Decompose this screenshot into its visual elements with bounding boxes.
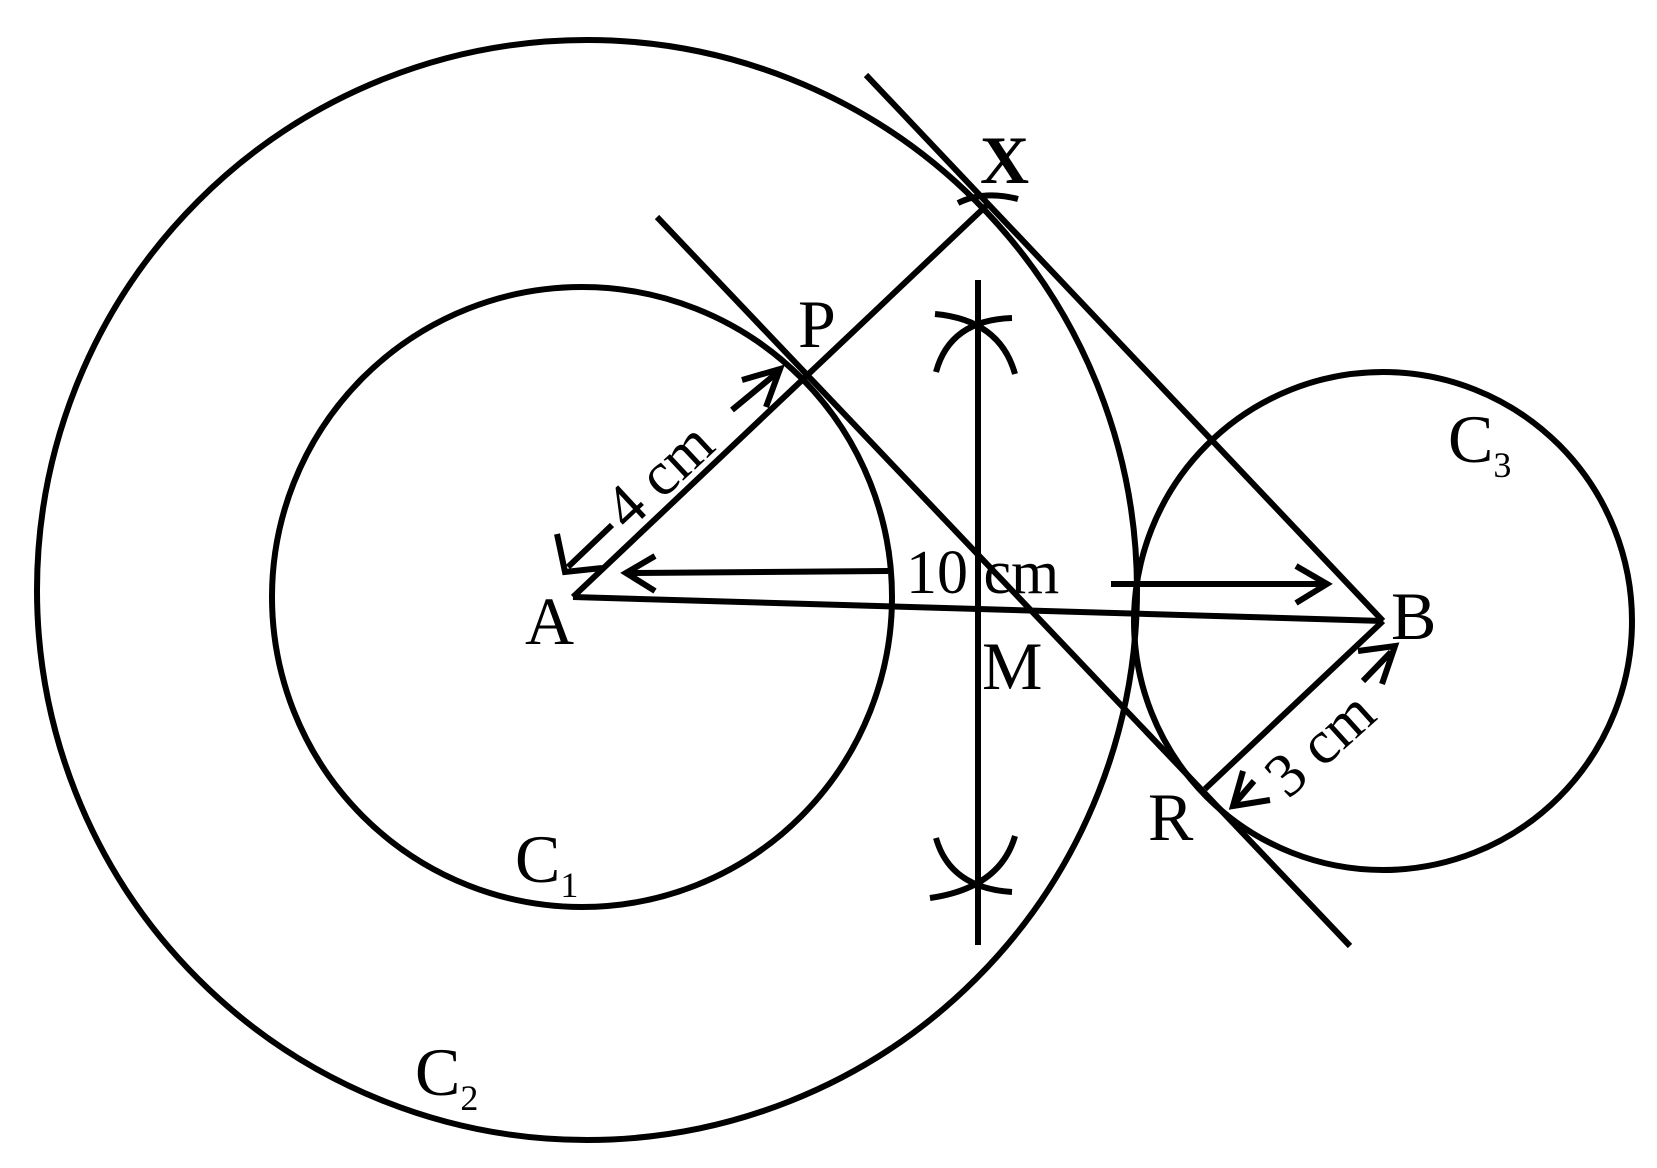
dim-br-upper-arrowhead bbox=[1357, 642, 1400, 685]
bisector-arc-top-right bbox=[934, 311, 1018, 375]
label-point-p: P bbox=[798, 286, 836, 362]
dimension-label-ab: 10 cm bbox=[906, 539, 1059, 607]
line-ax bbox=[570, 202, 990, 600]
label-circle-c1: C1 bbox=[515, 821, 578, 905]
dim-ab-left-arrowhead bbox=[620, 553, 657, 594]
dim-br-lower-arrowhead bbox=[1228, 770, 1271, 810]
dim-ap-upper-arrowhead bbox=[741, 364, 785, 409]
x-construction-arc bbox=[956, 192, 1019, 206]
circle-c3 bbox=[1131, 369, 1635, 873]
label-circle-c3: C3 bbox=[1448, 401, 1511, 485]
dim-ap-lower-line bbox=[565, 522, 615, 570]
dim-ap-upper-line bbox=[730, 369, 780, 413]
tangent-line-pr bbox=[654, 214, 1353, 949]
label-point-m: M bbox=[982, 628, 1042, 704]
label-circle-c2: C2 bbox=[415, 1034, 478, 1118]
dim-ap-lower-arrowhead bbox=[554, 533, 603, 576]
dimension-label-ap: 4 cm bbox=[591, 409, 727, 542]
dim-br-lower-line bbox=[1233, 779, 1257, 804]
dim-br-upper-line bbox=[1360, 649, 1394, 684]
label-point-b: B bbox=[1391, 578, 1436, 654]
dim-ab-right-arrowhead bbox=[1294, 563, 1333, 606]
label-point-a: A bbox=[525, 583, 574, 659]
line-xb bbox=[863, 72, 1386, 624]
circle-c1 bbox=[269, 284, 895, 910]
bisector-arc-top-left bbox=[933, 315, 1013, 373]
segment-br bbox=[1202, 618, 1386, 792]
bisector-arc-bottom-right bbox=[929, 835, 1018, 901]
label-point-x: X bbox=[980, 122, 1029, 198]
dim-ab-left-line bbox=[629, 568, 889, 576]
dimension-label-br: 3 cm bbox=[1252, 678, 1388, 810]
bisector-arc-bottom-left bbox=[933, 837, 1013, 895]
label-point-r: R bbox=[1148, 779, 1194, 855]
